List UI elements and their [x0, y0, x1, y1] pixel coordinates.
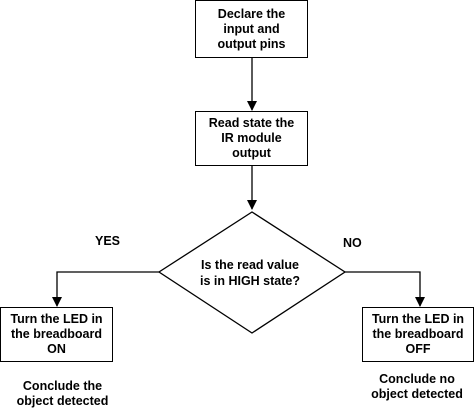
led-off-line-3: OFF [405, 342, 431, 356]
read-state-line-1: Read state the [208, 116, 295, 130]
led-on-line-2: the breadboard [11, 327, 102, 341]
declare-line-2: input and [223, 21, 280, 36]
decision-text: Is the read value is in HIGH state? [160, 257, 340, 289]
conclusion-not-detected-line-1: Conclude no [379, 372, 455, 386]
led-on-line-1: Turn the LED in [10, 312, 103, 326]
led-off-box: Turn the LED in the breadboard OFF [362, 307, 474, 362]
arrow-no-branch [345, 271, 425, 307]
led-off-line-2: the breadboard [372, 327, 464, 341]
led-on-line-3: ON [47, 342, 66, 356]
led-on-box: Turn the LED in the breadboard ON [0, 307, 113, 362]
decision-diamond [157, 211, 347, 334]
read-state-box: Read state the IR module output [195, 111, 308, 166]
conclusion-detected-line-1: Conclude the [22, 379, 103, 393]
declare-pins-box: Declare the input and output pins [195, 0, 308, 58]
declare-line-1: Declare the [217, 6, 286, 21]
declare-line-3: output pins [217, 36, 286, 51]
yes-label: YES [95, 234, 121, 248]
read-state-line-2: IR module [221, 131, 282, 145]
read-state-line-3: output [232, 146, 271, 160]
decision-line-2: is in HIGH state? [199, 274, 301, 288]
conclusion-not-detected: Conclude no object detected [360, 372, 474, 402]
no-label: NO [343, 236, 362, 250]
conclusion-not-detected-line-2: object detected [371, 387, 463, 401]
decision-line-1: Is the read value [201, 258, 299, 272]
arrow-yes-branch [52, 271, 159, 307]
conclusion-detected-line-2: object detected [16, 394, 109, 408]
conclusion-detected: Conclude the object detected [0, 379, 125, 409]
led-off-line-1: Turn the LED in [371, 312, 465, 326]
